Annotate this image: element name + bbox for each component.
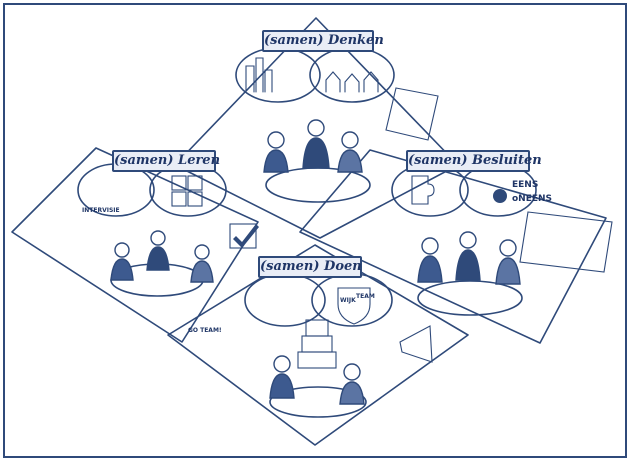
person-body: [269, 373, 295, 399]
doen-table: [269, 386, 367, 418]
oneens-label: oNEENS: [512, 194, 553, 204]
person-body: [495, 257, 521, 285]
person-head: [307, 119, 325, 137]
person-body: [337, 149, 363, 173]
shield-label-right: TEAM: [356, 293, 375, 300]
megaphone-icon: [399, 325, 433, 363]
denken-label: (samen) Denken: [262, 30, 384, 52]
face-icon: [493, 189, 507, 203]
doen-bubble-left: [244, 273, 326, 327]
checkbox-icon: [229, 223, 257, 249]
person-head: [273, 355, 291, 373]
person-head: [150, 230, 166, 246]
person-body: [302, 137, 330, 169]
besluiten-panel: [299, 149, 607, 344]
person-head: [343, 363, 361, 381]
shield-label-left: WIJK: [340, 297, 356, 304]
denken-panel: [174, 17, 459, 239]
denken-table: [265, 167, 371, 203]
leren-panel: [11, 147, 259, 343]
besluiten-table: [417, 280, 523, 316]
person-body: [190, 260, 214, 283]
checkmark-icon: [233, 224, 259, 248]
person-body: [339, 381, 365, 405]
person-head: [459, 231, 477, 249]
village-houses: [325, 71, 379, 93]
stacked-boxes-icon: [301, 335, 333, 353]
person-head: [114, 242, 130, 258]
besluiten-label: (samen) Besluiten: [406, 150, 542, 172]
doen-label: (samen) Doen: [258, 256, 362, 278]
book-icon: [385, 87, 439, 141]
leren-label: (samen) Leren: [112, 150, 220, 172]
puzzle-icon: [171, 175, 187, 191]
eens-label: EENS: [512, 180, 539, 190]
person-head: [267, 131, 285, 149]
denken-bubble-left: [235, 47, 321, 103]
person-body: [417, 255, 443, 283]
city-skyline: [245, 57, 273, 93]
person-body: [110, 258, 134, 281]
puzzle-piece-icon: [411, 175, 435, 205]
go-team-label: GO TEAM!: [188, 327, 222, 334]
picture-frame: [3, 3, 627, 458]
doen-panel: [167, 244, 469, 446]
person-body: [146, 246, 170, 271]
person-head: [421, 237, 439, 255]
person-head: [194, 244, 210, 260]
shield-icon: [337, 287, 371, 325]
person-body: [263, 149, 289, 173]
person-head: [499, 239, 517, 257]
person-body: [455, 249, 481, 281]
person-head: [341, 131, 359, 149]
calendar-board-icon: [519, 211, 613, 273]
intervisie-label: INTERVISIE: [82, 207, 120, 214]
